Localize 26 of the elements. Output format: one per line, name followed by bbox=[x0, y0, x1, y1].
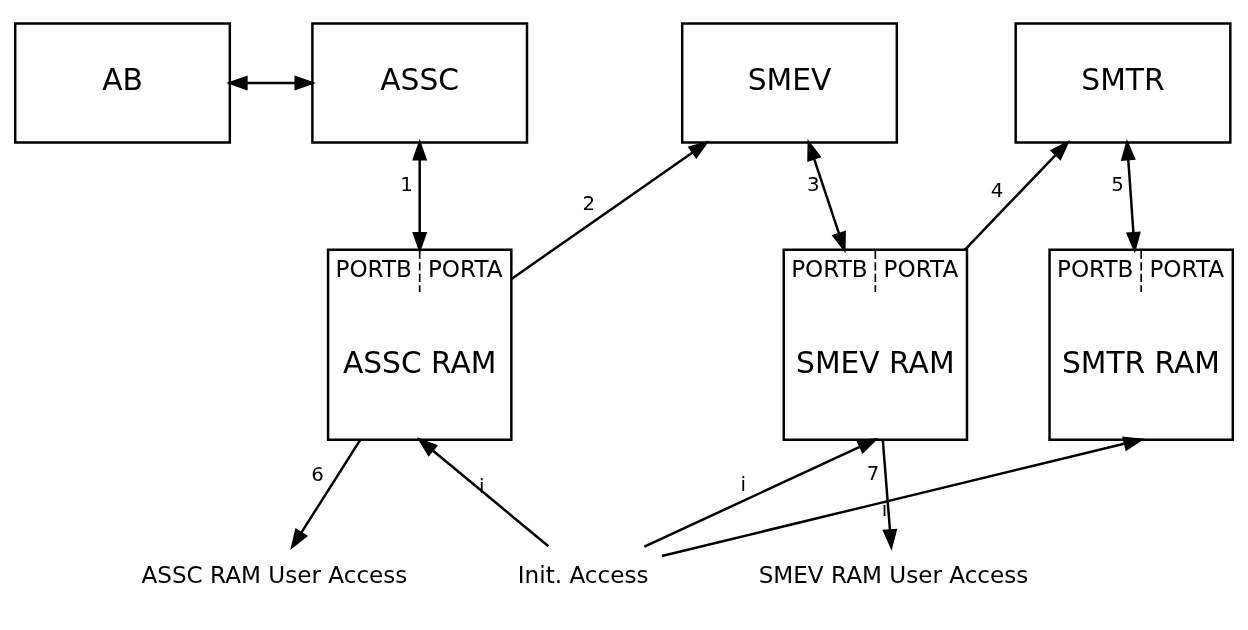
edge-label: 7 bbox=[866, 461, 880, 485]
edge-label: 5 bbox=[1111, 172, 1124, 196]
edge-label: 1 bbox=[400, 172, 413, 196]
arrow bbox=[807, 139, 846, 254]
arrow bbox=[510, 140, 710, 280]
arrow bbox=[1120, 138, 1141, 254]
edge-label: 6 bbox=[311, 462, 324, 486]
node-box: SMEV bbox=[680, 22, 899, 144]
edge-label: 3 bbox=[807, 172, 820, 196]
node-text: SMEV RAM User Access bbox=[758, 561, 1029, 588]
node-box: SMTR bbox=[1014, 22, 1232, 144]
arrow bbox=[226, 75, 316, 91]
node-text: ASSC RAM User Access bbox=[141, 561, 408, 588]
edge-label: i bbox=[740, 473, 747, 497]
arrow bbox=[643, 438, 879, 548]
edge-label: 4 bbox=[990, 178, 1004, 202]
arrow bbox=[412, 138, 428, 254]
arrow bbox=[661, 436, 1145, 558]
node-box: AB bbox=[13, 22, 232, 144]
node-text: Init. Access bbox=[517, 561, 649, 588]
node-box: ASSC bbox=[311, 22, 529, 144]
arrow bbox=[416, 437, 550, 548]
edge-label: 2 bbox=[582, 192, 596, 216]
arrow bbox=[290, 439, 362, 551]
arrow bbox=[881, 439, 898, 551]
arrow bbox=[963, 139, 1071, 251]
